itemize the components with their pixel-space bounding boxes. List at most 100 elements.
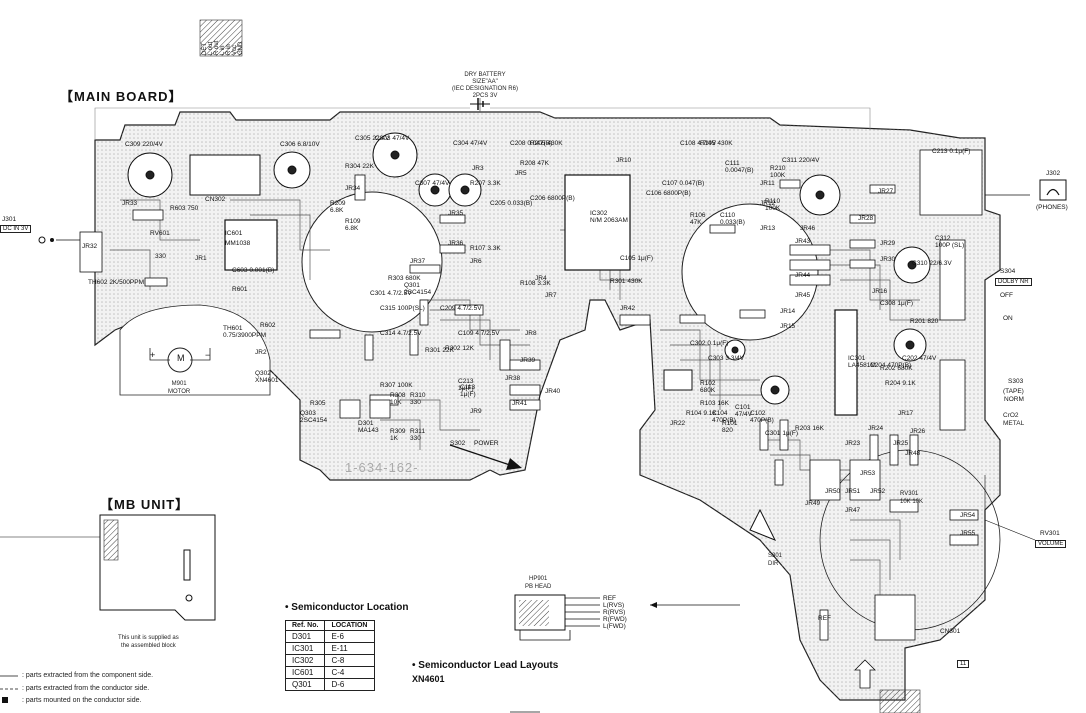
component-label: C208 0.047(B) [510,140,553,147]
lead-layouts-part: XN4601 [412,674,445,684]
tape-label: (TAPE) [1003,388,1024,395]
lead-layouts-heading: • Semiconductor Lead Layouts [412,660,559,671]
component-label: RV601 [150,230,170,237]
semi-ref: IC301 [284,642,326,655]
volume-label: VOLUME [1035,540,1067,548]
component-label: C312 100P (SL) [935,235,965,249]
component-label: JR9 [470,408,482,415]
component-label: JR29 [880,240,896,247]
component-label: R307 100K [380,382,413,389]
cro2-label: CrO2 METAL [1003,412,1025,427]
component-label: JR54 [960,512,976,519]
connector-pins-top [199,19,243,57]
component-label: JR28 [858,215,874,222]
component-label: JR55 [960,530,976,537]
component-label: JR40 [545,388,561,395]
component-label: JR50 [825,488,841,495]
component-label: R101 820 [722,420,738,434]
component-label: C204 470P(B) [870,362,912,369]
component-label: C303 3.3/4V [708,355,745,362]
semi-ref: Q301 [284,678,326,691]
board-id: 1-634-162- [345,460,419,475]
component-label: JR6 [470,258,482,265]
component-label: Q303 2SC4154 [300,410,328,424]
component-label: R210 100K [770,165,786,179]
component-label: D301 MA143 [358,420,379,434]
mb-unit-note: This unit is supplied as the assembled b… [118,635,179,649]
s301-label: S301 DIR [768,553,783,567]
semi-ref: IC302 [284,654,326,667]
component-label: JR14 [780,308,796,315]
component-label: TH601 0.75/3900PPM [223,325,267,339]
component-label: C206 6800P(B) [530,195,575,202]
component-label: C315 100P(SL) [380,305,425,312]
component-label: CN302 [205,196,226,203]
pb-pin-ref: REF [603,595,616,602]
connector-pin-labels: DET L out R out L in R in Vcc GND [201,20,245,56]
component-label: R205 430K [530,140,563,147]
component-label: JR47 [845,507,861,514]
main-board-title: 【MAIN BOARD】 [60,89,183,104]
component-label: JR46 [800,225,816,232]
component-label: JR24 [868,425,884,432]
component-label: C202 47/4V [902,355,937,362]
component-label: C302 0.1μ(F) [690,340,729,347]
semi-loc: E-11 [324,642,375,655]
component-label: C106 6800P(B) [646,190,691,197]
component-label: C113 1μ(F) [460,384,476,398]
component-label: REF [818,615,831,622]
component-label: C213 0.1μ(F) [932,148,971,155]
component-label: JR39 [520,357,536,364]
component-label: R308 10K [390,392,406,406]
legend-component: : parts extracted from the component sid… [22,672,154,679]
component-label: R603 750 [170,205,199,212]
component-label: 330 [155,253,166,260]
component-label: R204 9.1K [885,380,916,387]
component-label: C603 0.001(B) [232,267,275,274]
component-label: R105 430K [700,140,733,147]
cn301-label: CN301 [940,628,961,635]
component-label: IC601 [225,230,243,237]
component-label: JR25 [893,440,909,447]
component-label: R310 330 [410,392,426,406]
dolby-on: ON [1003,315,1013,322]
component-label: C314 4.7/2.5V [380,330,422,337]
component-label: C110 0.033(B) [720,212,745,226]
component-label: R203 16K [795,425,824,432]
component-label: JR32 [82,243,98,250]
motor-plus: + [150,350,156,360]
semi-loc: C-4 [324,666,375,679]
component-label: C108 4.7/4V [680,140,717,147]
component-label: R304 22K [345,163,374,170]
component-label: Q302 XN4601 [255,370,279,384]
component-label: R103 16K [700,400,729,407]
s304-label: S304 [1000,268,1016,275]
legend-mounted: : parts mounted on the conductor side. [22,697,142,704]
component-label: JR1 [195,255,207,262]
pb-pin-lfwd: L(FWD) [603,623,626,630]
component-label: JR33 [122,200,138,207]
component-label: JR38 [505,375,521,382]
j302-label: J302 [1046,170,1061,177]
component-label: R201 820 [910,318,939,325]
motor-m: M [177,353,185,363]
component-label: R305 [310,400,326,407]
semi-loc: C-8 [324,654,375,667]
component-label: JR48 [905,450,921,457]
component-label: R209 6.8K [330,200,346,214]
component-label: R208 47K [520,160,549,167]
component-label: R311 330 [410,428,426,442]
component-label: JR5 [515,170,527,177]
col-loc: LOCATION [324,620,375,631]
component-label: R107 3.3K [470,245,501,252]
component-label: C209 4.7/2.5V [440,305,482,312]
mb-unit-outline [99,514,216,621]
component-label: R301 430K [610,278,643,285]
component-label: C311 220/4V [782,157,820,164]
component-label: JR41 [512,400,528,407]
dolby-label: DOLBY NR [995,278,1032,286]
component-label: JR12 [760,200,776,207]
component-label: JR36 [448,240,464,247]
component-label: R109 6.8K [345,218,361,232]
